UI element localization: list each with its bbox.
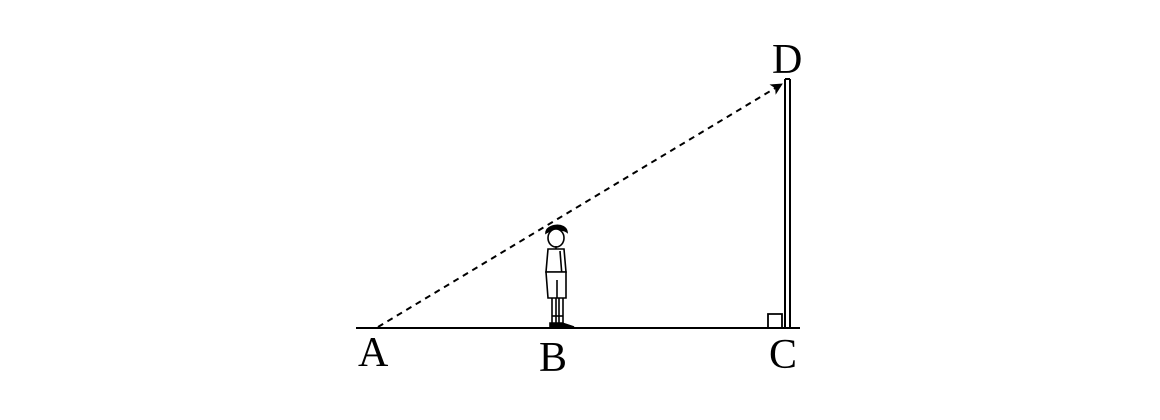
label-point-d: D bbox=[772, 37, 802, 83]
sight-line bbox=[377, 83, 783, 328]
label-point-a: A bbox=[358, 330, 389, 376]
standing-person-icon bbox=[545, 224, 575, 329]
pole-cd bbox=[784, 78, 791, 328]
right-angle-marker bbox=[767, 313, 783, 328]
label-point-c: C bbox=[769, 332, 797, 378]
label-point-b: B bbox=[539, 335, 567, 381]
